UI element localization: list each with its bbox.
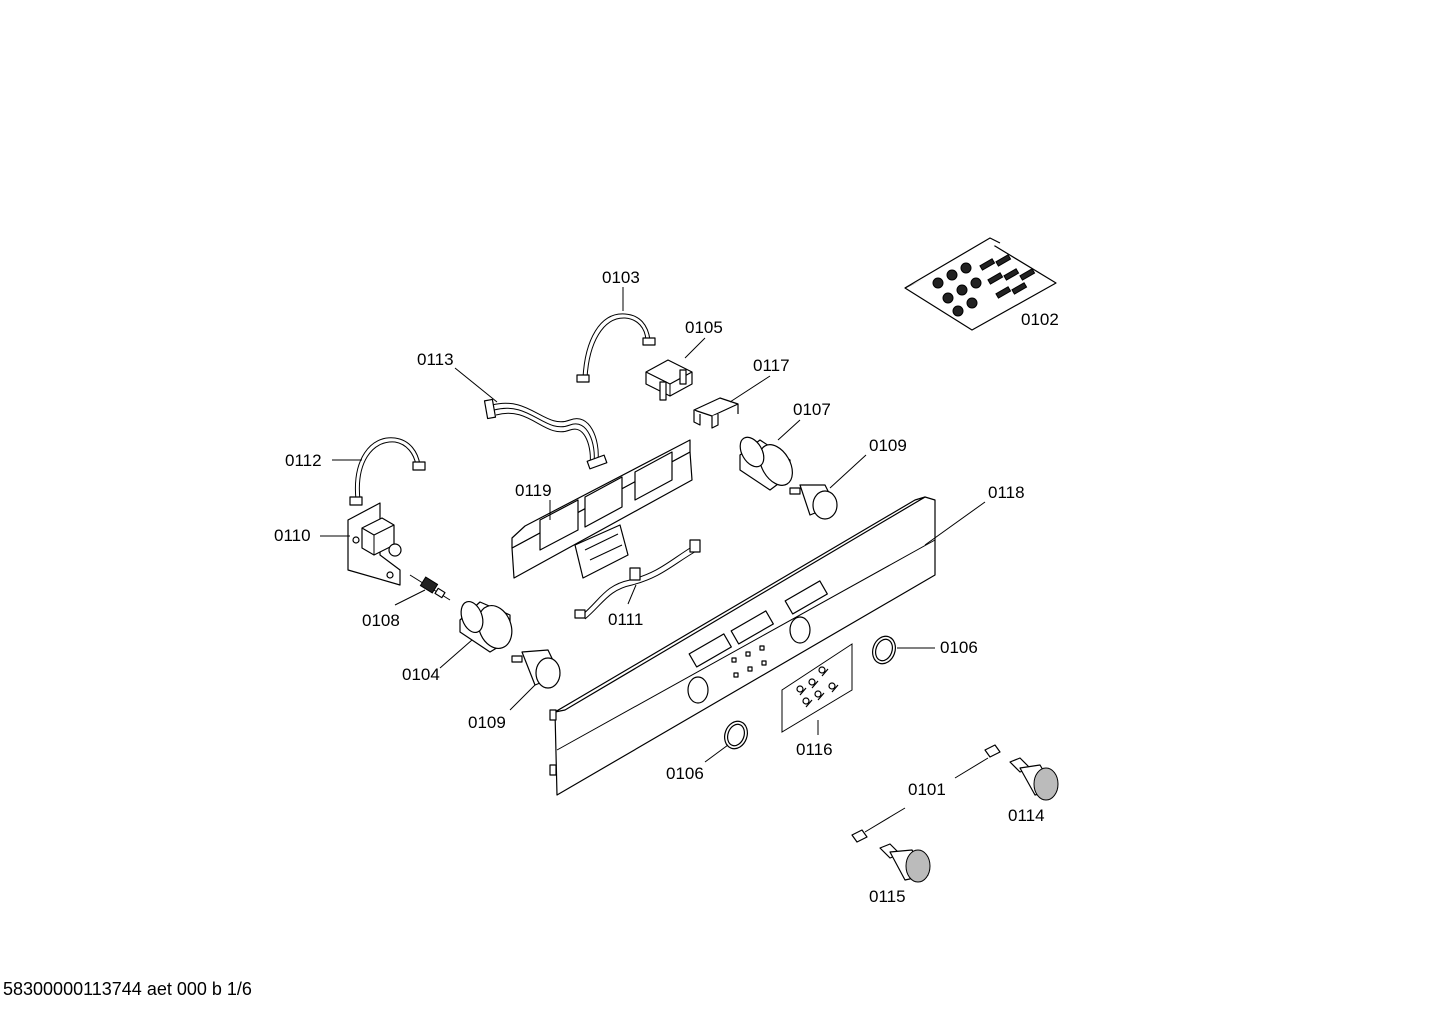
part-0118-fascia-panel <box>549 496 936 796</box>
part-0108-shaft <box>409 574 451 601</box>
label-0109-lower: 0109 <box>468 713 506 732</box>
part-0114-knob <box>1009 757 1059 801</box>
part-0105-switch <box>645 359 693 401</box>
label-0106-lower: 0106 <box>666 764 704 783</box>
label-0113: 0113 <box>417 350 454 369</box>
part-0106-ring-lower <box>724 720 748 750</box>
label-0108: 0108 <box>362 611 400 630</box>
label-0104: 0104 <box>402 665 440 684</box>
part-0101-label-inserts <box>851 744 1001 843</box>
label-0118: 0118 <box>988 483 1025 502</box>
label-0117: 0117 <box>753 356 790 375</box>
part-0102-screw-bag <box>904 237 1057 331</box>
part-0103-cable <box>576 313 656 383</box>
label-0106-right: 0106 <box>940 638 978 657</box>
part-0112-cable <box>349 437 426 506</box>
part-0119-display-carrier <box>511 439 693 579</box>
part-0117-clip <box>693 397 739 429</box>
label-0101: 0101 <box>908 780 946 799</box>
label-0109-upper: 0109 <box>869 436 907 455</box>
label-0105: 0105 <box>685 318 723 337</box>
part-0111-cable <box>574 539 701 620</box>
part-0116-screws <box>781 643 853 733</box>
part-0110-bracket <box>347 502 402 586</box>
part-0115-knob <box>879 843 931 883</box>
part-0113-ribbon-cable <box>483 398 608 470</box>
label-0114: 0114 <box>1008 806 1045 825</box>
part-0109-knob-lower <box>511 649 561 689</box>
part-0107-knob-housing <box>739 436 793 491</box>
part-0104-knob-housing <box>459 600 513 653</box>
document-id-footer: 58300000113744 aet 000 b 1/6 <box>3 979 252 999</box>
part-0109-knob-upper <box>789 484 838 520</box>
label-0119: 0119 <box>515 481 552 500</box>
part-0106-ring-right <box>872 635 896 665</box>
label-0110: 0110 <box>274 526 311 545</box>
label-0115: 0115 <box>869 887 906 906</box>
label-0116: 0116 <box>796 740 833 759</box>
label-0103: 0103 <box>602 268 640 287</box>
label-0107: 0107 <box>793 400 831 419</box>
label-0111: 0111 <box>608 610 643 629</box>
label-0102: 0102 <box>1021 310 1059 329</box>
label-0112: 0112 <box>285 451 322 470</box>
